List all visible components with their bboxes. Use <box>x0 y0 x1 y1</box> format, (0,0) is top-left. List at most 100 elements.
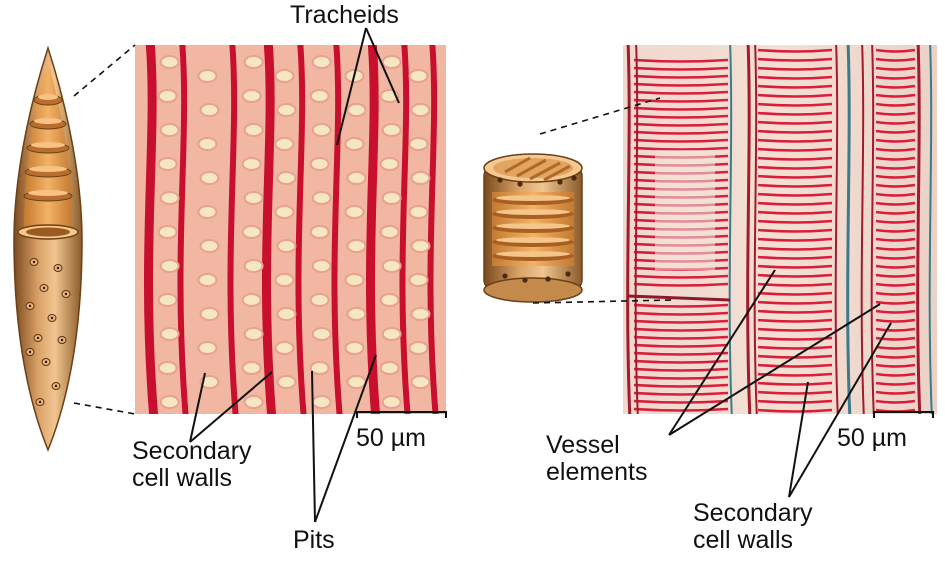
vessel-ring <box>633 90 729 95</box>
pit <box>197 137 218 151</box>
vessel-ring <box>757 381 833 386</box>
vessel-ring <box>633 66 729 71</box>
label-line: cell walls <box>132 464 233 492</box>
scale-label-left: 50 µm <box>356 424 426 452</box>
pit <box>274 137 295 151</box>
ring-highlight <box>496 223 570 229</box>
vessel-ring <box>875 192 916 197</box>
vessel-ring <box>757 372 833 377</box>
label-vessel-elements: Vessel elements <box>546 432 647 486</box>
vessel-ring <box>875 291 916 296</box>
pit-dot <box>44 360 48 364</box>
vessel-ring <box>875 273 916 278</box>
tracheid-micrograph <box>135 45 446 414</box>
label-line: cell walls <box>693 526 794 554</box>
pit <box>346 103 367 117</box>
pit <box>344 341 365 355</box>
pit <box>243 259 264 273</box>
cell-wall <box>427 45 439 414</box>
label-secondary-cell-walls-left: Secondary cell walls <box>132 438 252 492</box>
pit-dot <box>28 304 32 308</box>
perforation-bar <box>529 161 561 181</box>
pit <box>241 89 262 103</box>
vessel-ring <box>875 183 916 188</box>
secondary-cell-walls-left <box>143 45 439 414</box>
pit <box>309 293 330 307</box>
pit <box>197 69 218 83</box>
vessel-ring <box>757 327 833 332</box>
pit <box>159 395 180 409</box>
pit <box>410 171 431 185</box>
label-tracheids: Tracheids <box>290 1 399 29</box>
vessel-ring <box>875 381 916 386</box>
vessel-ring <box>757 264 833 269</box>
vessel-ring <box>633 114 729 119</box>
pit <box>410 103 431 117</box>
vessel-ring <box>875 129 916 134</box>
pit <box>408 205 429 219</box>
vessel-wall <box>753 45 758 414</box>
vessel-wall <box>634 45 639 414</box>
vessel-ring <box>757 174 833 179</box>
pit <box>241 157 262 171</box>
vessel-wall <box>834 45 839 414</box>
vessel-ring <box>875 264 916 269</box>
pit <box>199 307 220 321</box>
pit <box>157 89 178 103</box>
vessel-ring <box>875 372 916 377</box>
vessel-ring <box>633 327 729 332</box>
vessel-ring <box>757 201 833 206</box>
pit <box>157 361 178 375</box>
vessel-ring <box>633 106 729 111</box>
pit-dot <box>38 400 42 404</box>
vessel-ring <box>757 246 833 251</box>
pit <box>410 375 431 389</box>
pit <box>274 341 295 355</box>
vessel-ring <box>875 228 916 233</box>
pit <box>517 181 523 187</box>
pit <box>309 225 330 239</box>
vessel-ring <box>875 75 916 80</box>
pit <box>408 137 429 151</box>
vessel-wall <box>916 45 922 414</box>
spiral-highlight <box>31 142 65 148</box>
vessel-ring <box>757 237 833 242</box>
vessel-ring <box>633 311 729 316</box>
pit <box>344 137 365 151</box>
vessel-ring <box>633 138 729 143</box>
vessel-ring <box>875 300 916 305</box>
pit <box>241 361 262 375</box>
vessel-ring <box>875 201 916 206</box>
vessel-ring <box>757 48 833 53</box>
pit <box>274 205 295 219</box>
pit <box>309 157 330 171</box>
pit <box>379 225 400 239</box>
pit <box>159 123 180 137</box>
pit <box>199 171 220 185</box>
perforation-bar <box>543 164 571 182</box>
pit <box>381 327 402 341</box>
pit <box>197 341 218 355</box>
leader-lines <box>189 27 892 523</box>
pit <box>274 69 295 83</box>
pit <box>344 273 365 287</box>
vessel-ring <box>875 336 916 341</box>
vessel-ring <box>757 363 833 368</box>
pit <box>502 273 508 279</box>
vessel-ring <box>875 219 916 224</box>
pit <box>557 179 563 185</box>
pit <box>408 341 429 355</box>
vessel-ring <box>875 102 916 107</box>
vessel-ring <box>757 318 833 323</box>
vessel-ring <box>757 336 833 341</box>
vessel-ring <box>757 66 833 71</box>
vessel-element-illustration <box>483 153 583 303</box>
pit-dot <box>50 316 54 320</box>
ring-highlight <box>496 251 570 257</box>
vessel-ring <box>875 147 916 152</box>
vessel-ring <box>875 138 916 143</box>
pit <box>381 191 402 205</box>
vessel-ring <box>757 219 833 224</box>
vessel-ring <box>757 210 833 215</box>
